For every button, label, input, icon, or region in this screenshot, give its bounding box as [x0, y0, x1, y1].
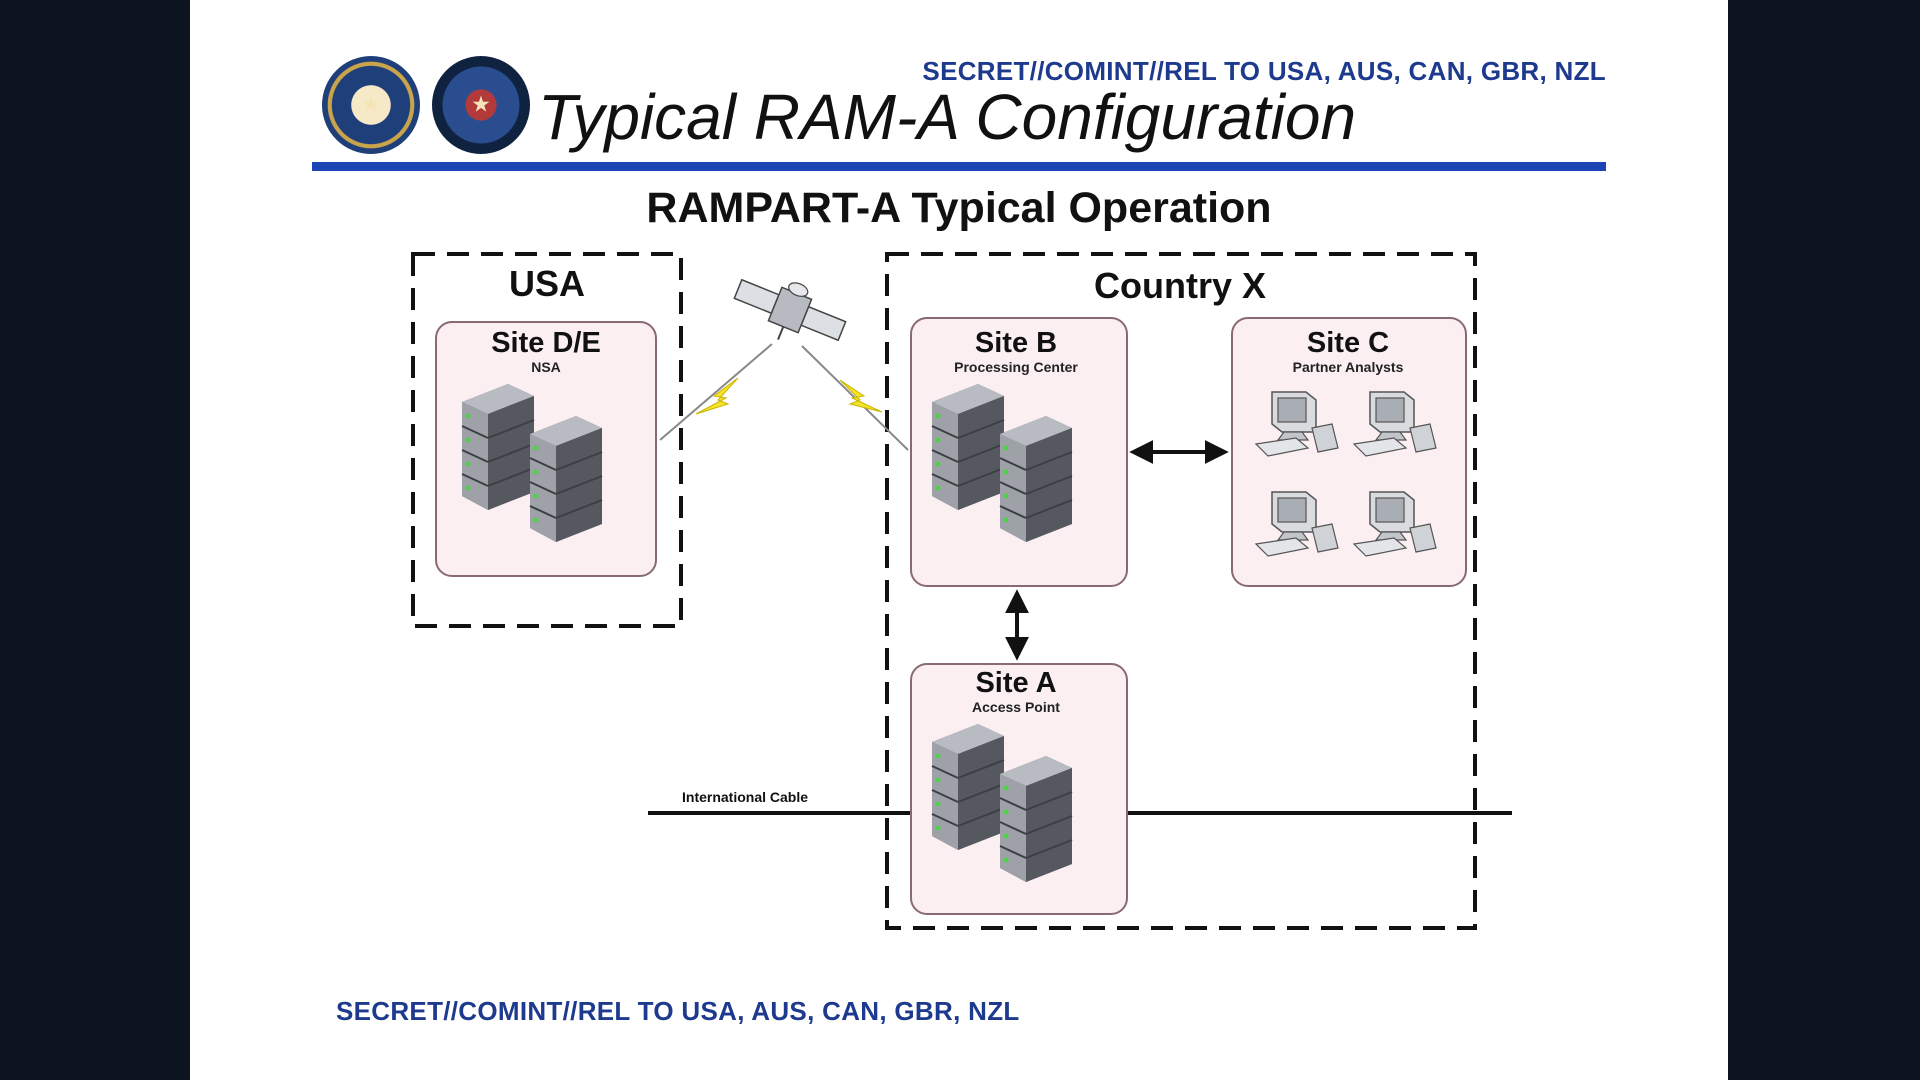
central-security-service-seal-icon: ★ [432, 56, 530, 154]
lightning-bolt-icon [695, 377, 739, 415]
diagram-title: RAMPART-A Typical Operation [646, 184, 1272, 232]
server-rack-icon [999, 755, 1073, 883]
server-rack-icon [529, 415, 603, 543]
site-c-subtitle: Partner Analysts [1293, 359, 1404, 375]
network-diagram: USA Country X International Cable Site D… [411, 252, 1512, 930]
server-rack-icon [461, 383, 535, 511]
satellite-icon [733, 278, 847, 342]
slide-title: Typical RAM-A Configuration [538, 81, 1357, 153]
site-de-subtitle: NSA [531, 359, 561, 375]
usa-region-label: USA [509, 263, 585, 304]
server-rack-icon [931, 383, 1005, 511]
country-x-region-box [885, 252, 1477, 930]
international-cable-label: International Cable [682, 789, 808, 805]
classification-banner-bottom: SECRET//COMINT//REL TO USA, AUS, CAN, GB… [336, 996, 1020, 1026]
nsa-seal-icon: ★ [322, 56, 420, 154]
satellite-uplink-usa [659, 343, 773, 441]
site-a-subtitle: Access Point [972, 699, 1060, 715]
server-rack-icon [931, 723, 1005, 851]
site-de: Site D/E NSA [435, 321, 657, 577]
server-rack-icon [999, 415, 1073, 543]
country-x-region-label: Country X [1094, 265, 1266, 306]
site-b-title: Site B [975, 327, 1057, 359]
site-b: Site B Processing Center [910, 317, 1128, 587]
usa-region-box [411, 252, 683, 628]
lightning-bolt-icon [839, 379, 883, 413]
site-a-title: Site A [975, 667, 1056, 699]
site-b-subtitle: Processing Center [954, 359, 1078, 375]
site-c-title: Site C [1307, 327, 1389, 359]
title-rule [312, 162, 1606, 171]
classification-banner-top: SECRET//COMINT//REL TO USA, AUS, CAN, GB… [922, 56, 1606, 86]
site-a: Site A Access Point [910, 663, 1128, 915]
site-c: Site C Partner Analysts [1231, 317, 1467, 587]
slide: ★ ★ SECRET//COMINT//REL TO USA, AUS, CAN… [190, 0, 1728, 1080]
site-de-title: Site D/E [491, 327, 601, 359]
